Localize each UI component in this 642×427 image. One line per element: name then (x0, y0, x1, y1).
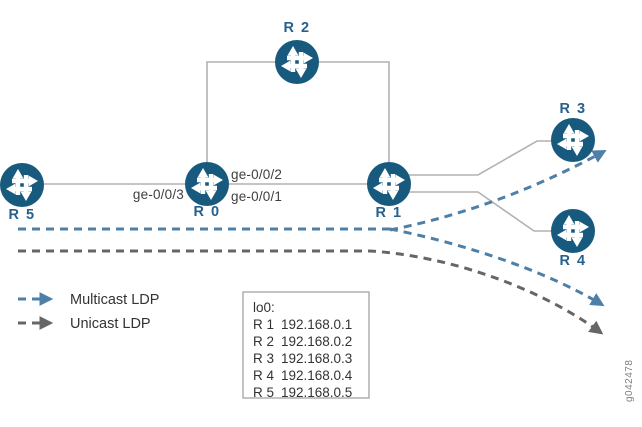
router-node-r0 (185, 162, 229, 206)
router-icon (0, 163, 44, 207)
router-node-r2 (275, 40, 319, 84)
loopback-node-name: R 1 (253, 317, 274, 332)
node-label-r3: R 3 (559, 101, 586, 117)
loopback-node-name: R 2 (253, 334, 274, 349)
loopback-row: R 2 192.168.0.2 (253, 334, 352, 349)
link-r1-r3 (392, 140, 556, 176)
router-icon (551, 209, 595, 253)
loopback-address: 192.168.0.4 (281, 368, 353, 383)
link-r1-r4 (392, 191, 556, 232)
multicast-branch-to-r4 (389, 227, 605, 307)
loopback-node-name: R 3 (253, 351, 274, 366)
unicast-ldp-path (18, 249, 604, 335)
loopback-title: lo0: (253, 300, 275, 315)
node-label-r4: R 4 (559, 253, 586, 269)
router-icon (275, 40, 319, 84)
loopback-address: 192.168.0.2 (281, 334, 352, 349)
node-label-r2: R 2 (283, 20, 310, 36)
physical-links (22, 61, 556, 232)
router-icon (185, 162, 229, 206)
interface-label-ge-0-0-2: ge-0/0/2 (231, 167, 282, 182)
loopback-table: lo0: R 1 192.168.0.1 R 2 192.168.0.2 R 3… (242, 291, 370, 400)
node-labels: R 5 R 0 R 1 R 2 R 3 R 4 (8, 20, 586, 269)
loopback-address: 192.168.0.5 (281, 385, 352, 400)
interface-label-ge-0-0-1: ge-0/0/1 (231, 189, 282, 204)
router-nodes (0, 40, 595, 253)
legend: Multicast LDP Unicast LDP (18, 292, 159, 332)
multicast-ldp-paths (18, 150, 607, 307)
loopback-address: 192.168.0.1 (281, 317, 352, 332)
node-label-r5: R 5 (8, 207, 35, 223)
legend-multicast-label: Multicast LDP (70, 292, 159, 308)
unicast-path (18, 249, 604, 335)
router-icon (367, 162, 411, 206)
loopback-node-name: R 4 (253, 368, 275, 383)
loopback-address: 192.168.0.3 (281, 351, 352, 366)
node-label-r0: R 0 (193, 204, 220, 220)
loopback-row: R 4 192.168.0.4 (253, 368, 353, 383)
router-node-r5 (0, 163, 44, 207)
loopback-row: R 3 192.168.0.3 (253, 351, 352, 366)
loopback-box-border (242, 291, 370, 399)
legend-unicast-label: Unicast LDP (70, 316, 151, 332)
interface-label-ge-0-0-3: ge-0/0/3 (133, 187, 184, 202)
router-node-r1 (367, 162, 411, 206)
multicast-branch-to-r3 (389, 150, 607, 232)
figure-id-label: g042478 (624, 360, 635, 402)
loopback-node-name: R 5 (253, 385, 274, 400)
router-icon (551, 118, 595, 162)
interface-labels: ge-0/0/2 ge-0/0/1 ge-0/0/3 (133, 167, 282, 204)
node-label-r1: R 1 (375, 205, 402, 221)
router-node-r4 (551, 209, 595, 253)
router-node-r3 (551, 118, 595, 162)
loopback-row: R 5 192.168.0.5 (253, 385, 352, 400)
loopback-row: R 1 192.168.0.1 (253, 317, 352, 332)
